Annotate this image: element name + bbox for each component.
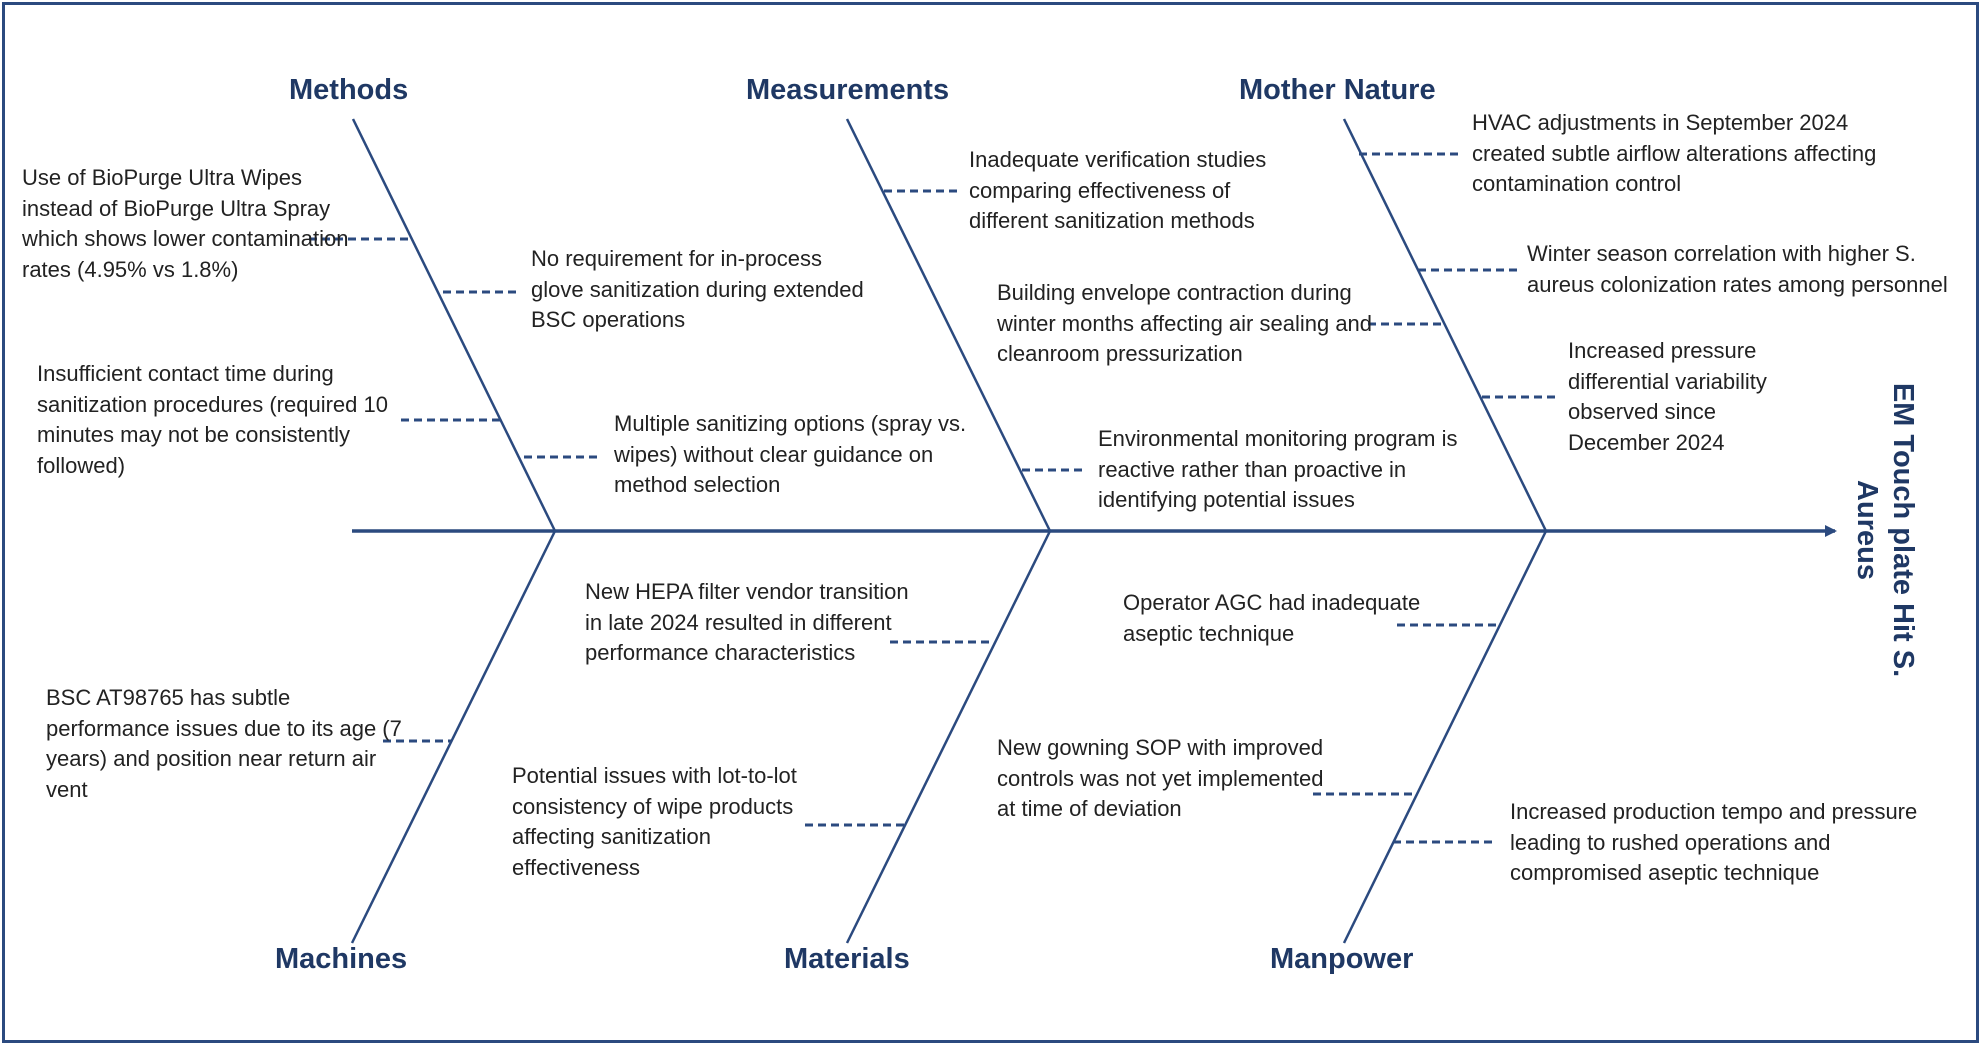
bone-mother-nature [1342,118,1548,532]
bone-methods [351,118,557,532]
cause-methods-2: No requirement for in-process glove sani… [531,246,864,332]
category-materials: Materials [784,943,910,975]
cause-materials-1: New HEPA filter vendor transition in lat… [585,579,909,665]
cause-mother-nature-1: HVAC adjustments in September 2024 creat… [1472,110,1877,196]
cause-measurements-2: Building envelope contraction during win… [997,280,1373,366]
cause-methods-3: Insufficient contact time during sanitiz… [37,361,388,478]
effect-label: EM Touch plate Hit S. Aureus [1851,382,1919,678]
category-machines: Machines [275,943,408,975]
cause-measurements-1: Inadequate verification studies comparin… [969,147,1267,233]
cause-mother-nature-2: Winter season correlation with higher S.… [1527,241,1948,297]
bone-manpower [1342,530,1548,944]
cause-machines-1: BSC AT98765 has subtle performance issue… [46,685,402,802]
effect-box: EM Touch plate Hit S. Aureus [1850,380,1920,680]
bone-machines [350,530,557,944]
category-manpower: Manpower [1270,943,1414,975]
bone-measurements [845,118,1052,532]
cause-materials-2: Potential issues with lot-to-lot consist… [512,763,797,880]
cause-manpower-3: Increased production tempo and pressure … [1510,799,1918,885]
cause-measurements-3: Environmental monitoring program is reac… [1098,426,1458,512]
cause-mother-nature-3: Increased pressure differential variabil… [1568,338,1767,455]
cause-methods-4: Multiple sanitizing options (spray vs. w… [614,411,967,497]
cause-manpower-1: Operator AGC had inadequate aseptic tech… [1123,590,1421,646]
bone-materials [845,530,1052,944]
cause-manpower-2: New gowning SOP with improved controls w… [997,735,1324,821]
category-mother-nature: Mother Nature [1239,74,1436,106]
cause-methods-1: Use of BioPurge Ultra Wipes instead of B… [22,165,349,282]
category-measurements: Measurements [746,74,950,106]
category-methods: Methods [289,74,409,106]
